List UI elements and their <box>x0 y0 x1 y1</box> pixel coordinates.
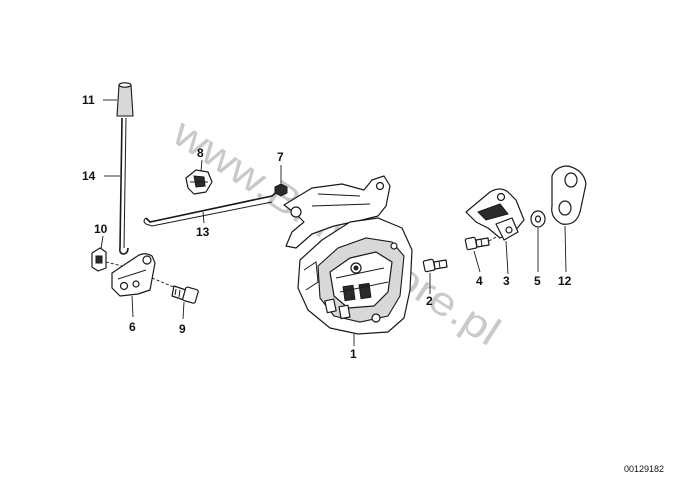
part-3-striker <box>465 188 525 275</box>
reference-number: 00129182 <box>624 464 664 474</box>
callout-7: 7 <box>277 150 284 164</box>
callout-3: 3 <box>503 274 510 288</box>
callout-5: 5 <box>534 274 541 288</box>
callout-11: 11 <box>82 93 95 107</box>
part-8-clip <box>185 159 213 195</box>
part-14-rod <box>104 117 129 255</box>
callout-9: 9 <box>179 322 186 336</box>
callout-4: 4 <box>476 274 483 288</box>
part-6-bracket <box>111 253 177 318</box>
callout-8: 8 <box>197 146 204 160</box>
part-1-lock-assembly <box>283 175 413 346</box>
part-11-knob <box>103 82 134 117</box>
part-2-screw <box>422 258 448 294</box>
part-12-plate <box>551 165 587 273</box>
callout-6: 6 <box>129 320 136 334</box>
part-9-screw <box>171 285 199 320</box>
callout-14: 14 <box>82 169 96 183</box>
callout-2: 2 <box>426 294 433 308</box>
part-7-nut <box>274 165 288 197</box>
callout-13: 13 <box>196 225 210 239</box>
callout-12: 12 <box>558 274 572 288</box>
part-5-washer <box>530 210 546 272</box>
callout-10: 10 <box>94 222 108 236</box>
callout-1: 1 <box>350 347 357 361</box>
part-4-screw <box>464 235 499 273</box>
part-10-clip <box>91 235 123 272</box>
